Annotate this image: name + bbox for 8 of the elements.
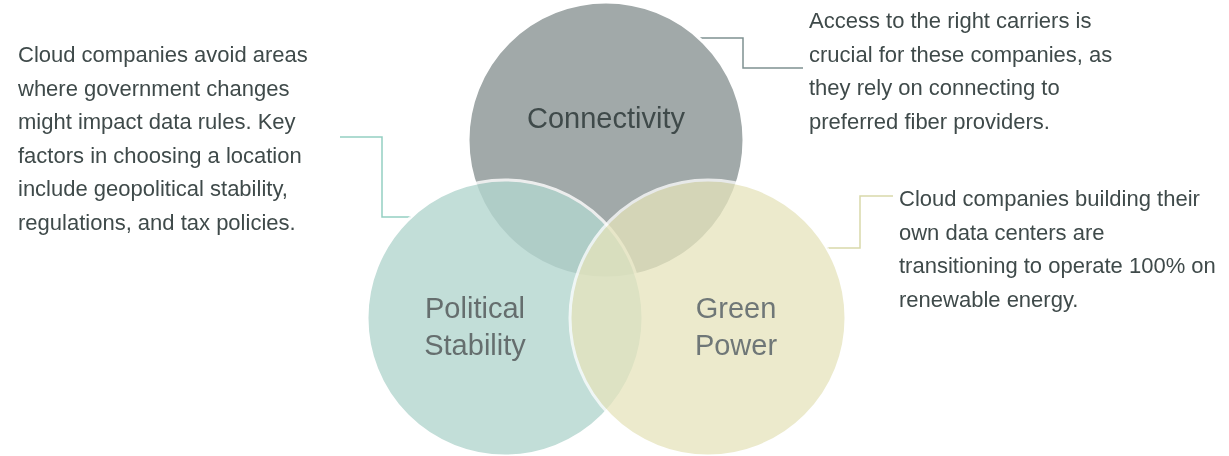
circle-label: Green Power bbox=[693, 291, 779, 363]
description-text: Cloud companies building their own data centers are transitioning to operate 100% on renewable energy. bbox=[899, 185, 1217, 314]
circle-label: Connectivity bbox=[526, 101, 686, 136]
description-text: Access to the right carriers is crucial for these companies, as they rely on connecting to preferred fiber providers. bbox=[809, 7, 1114, 136]
circle-label: Political Stability bbox=[423, 291, 527, 363]
description-text: Cloud companies avoid areas where government changes might impact data rules. Key factors in choosing a location include geopolitical stability, regulations, and tax policies. bbox=[18, 41, 309, 237]
leader-line bbox=[339, 136, 412, 218]
leader-line bbox=[826, 195, 894, 249]
